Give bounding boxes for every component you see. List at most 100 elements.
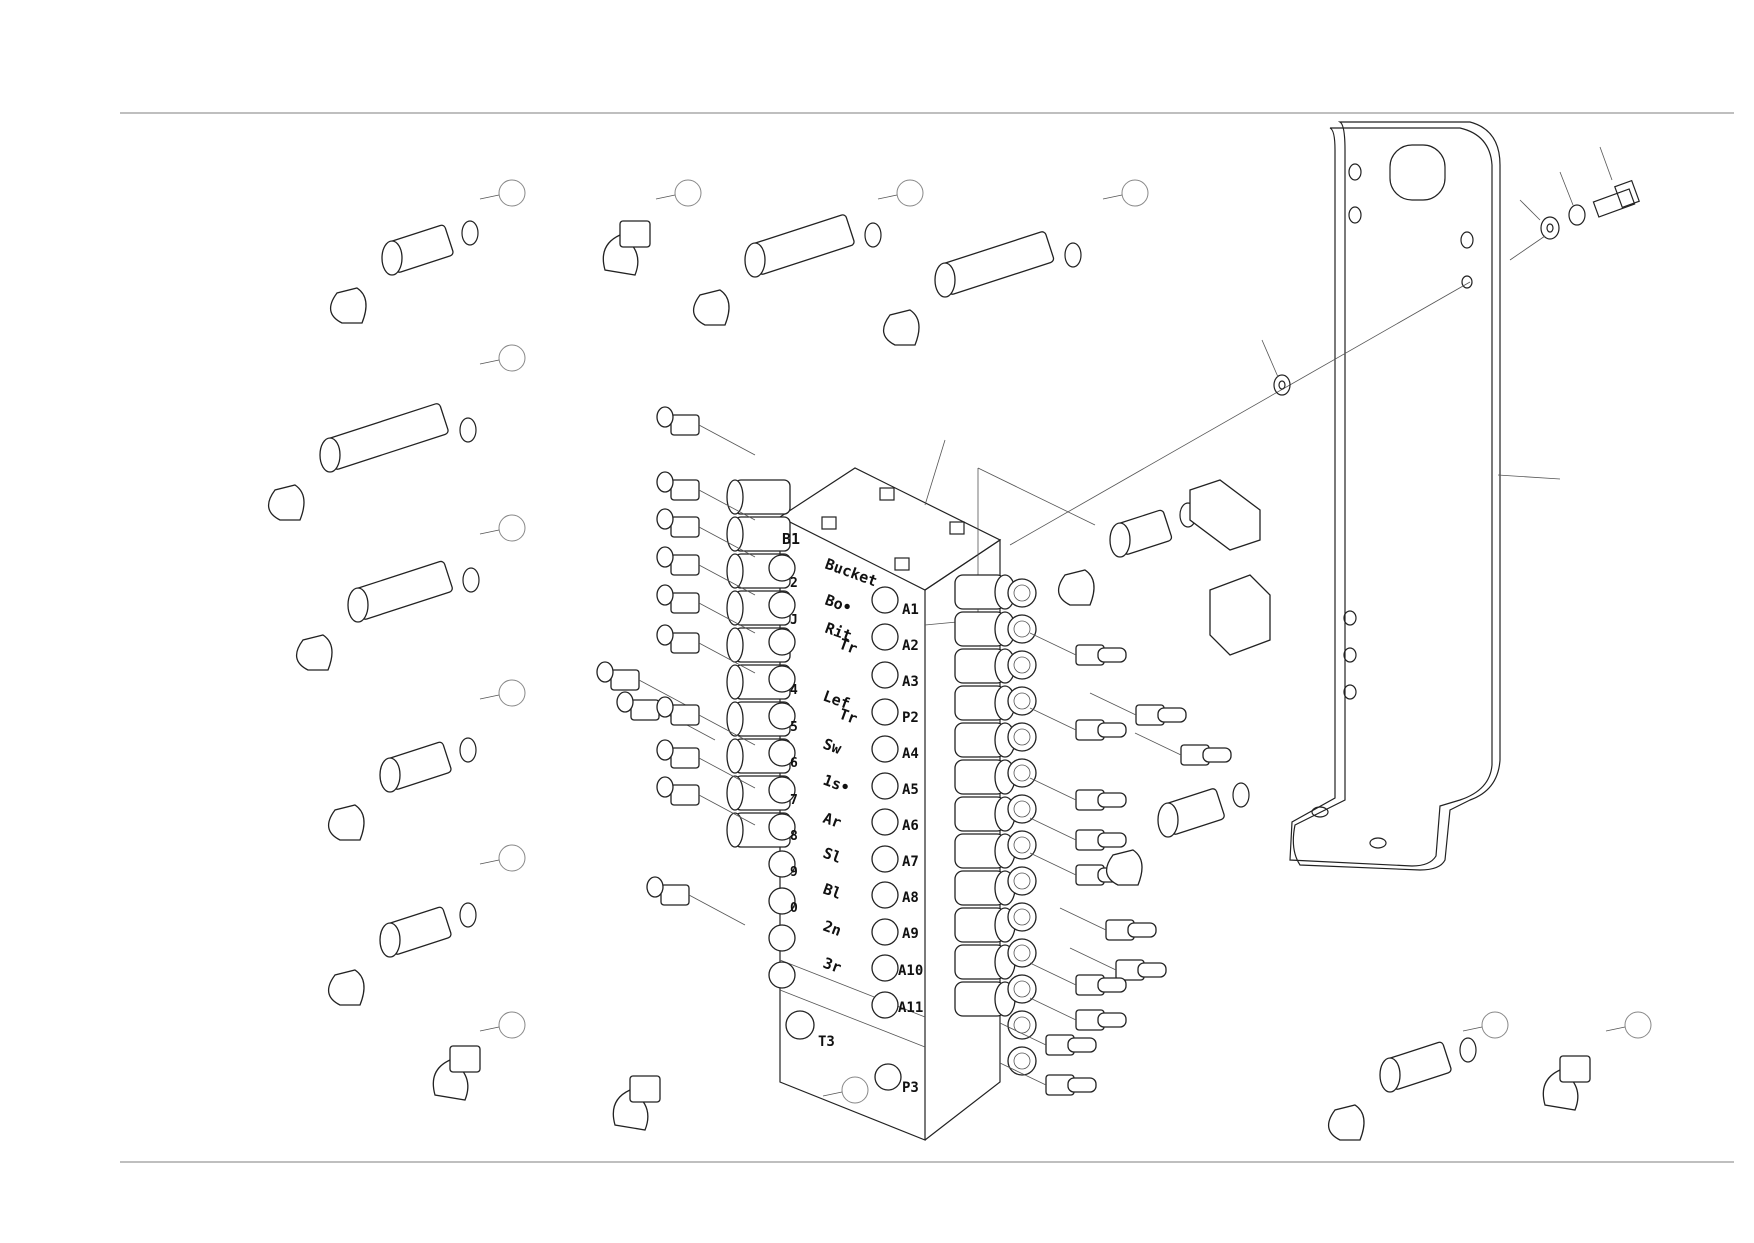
leader-line bbox=[1029, 632, 1077, 656]
row-number-4: 4 bbox=[790, 683, 798, 698]
port-plug bbox=[1007, 686, 1037, 716]
port-circle-left bbox=[768, 554, 796, 582]
leader-line bbox=[1134, 732, 1182, 756]
port-plug-inner bbox=[1013, 908, 1031, 926]
port-plug-inner bbox=[1013, 836, 1031, 854]
port-circle-front bbox=[871, 954, 899, 982]
elbow-assembly bbox=[612, 1075, 661, 1131]
adapter-end bbox=[379, 757, 401, 793]
port-label-a4: A4 bbox=[902, 746, 919, 762]
hose-adapter-assemblies bbox=[268, 214, 1591, 1141]
port-label-t3: T3 bbox=[818, 1034, 835, 1050]
fitting-stem bbox=[1097, 722, 1127, 738]
fitting-elbow bbox=[656, 471, 674, 493]
fitting-stem bbox=[1067, 1037, 1097, 1053]
leader-line bbox=[698, 564, 756, 596]
o-ring bbox=[459, 902, 477, 928]
port-label-a2: A2 bbox=[902, 638, 919, 654]
fitting-stem bbox=[1097, 647, 1127, 663]
port-plug bbox=[1007, 1046, 1037, 1076]
port-p3 bbox=[874, 1063, 902, 1091]
fitting-nut bbox=[670, 479, 700, 501]
port-plug bbox=[1007, 902, 1037, 932]
callout-leader bbox=[479, 1026, 500, 1032]
adapter-assembly bbox=[330, 220, 479, 324]
fitting-stem bbox=[1157, 707, 1187, 723]
adapter-end bbox=[1379, 1057, 1401, 1093]
spool-left-end bbox=[726, 590, 744, 626]
row-number-8: 8 bbox=[790, 829, 798, 844]
callout-circle bbox=[498, 179, 526, 207]
section-label-2nd: 2n bbox=[821, 917, 844, 940]
section-label-boom: Bo• bbox=[823, 591, 855, 617]
callout-leader bbox=[877, 194, 898, 200]
adapter-end bbox=[1109, 522, 1131, 558]
elbow-assembly bbox=[1542, 1055, 1591, 1111]
leader-line bbox=[698, 424, 756, 456]
port-plug-inner bbox=[1013, 1016, 1031, 1034]
port-label-b1: B1 bbox=[782, 530, 800, 548]
port-plug bbox=[1007, 722, 1037, 752]
port-label-a8: A8 bbox=[902, 890, 919, 906]
section-label-bucket: Bucket bbox=[823, 555, 880, 590]
adapter-end bbox=[934, 262, 956, 298]
section-label-arm: Ar bbox=[821, 809, 844, 832]
port-circle-front bbox=[871, 661, 899, 689]
o-ring bbox=[1064, 242, 1082, 268]
front-port-circles bbox=[785, 586, 902, 1091]
port-circle-left bbox=[768, 961, 796, 989]
port-label-a6: A6 bbox=[902, 818, 919, 834]
fitting-nut bbox=[670, 784, 700, 806]
port-plug-inner bbox=[1013, 584, 1031, 602]
port-plug bbox=[1007, 974, 1037, 1004]
elbow-assembly bbox=[432, 1045, 481, 1101]
left-port-circles bbox=[768, 554, 796, 989]
mounting-bracket bbox=[1289, 121, 1561, 871]
fitting-nut bbox=[670, 704, 700, 726]
fitting-stem bbox=[1097, 792, 1127, 808]
callout-leader bbox=[479, 529, 500, 535]
port-label-a3: A3 bbox=[902, 674, 919, 690]
port-label-a1: A1 bbox=[902, 602, 919, 618]
port-plug-inner bbox=[1013, 656, 1031, 674]
adapter-assembly bbox=[693, 214, 882, 326]
adapter-end bbox=[379, 922, 401, 958]
elbow-nut bbox=[449, 1045, 481, 1073]
fitting-nut bbox=[670, 747, 700, 769]
port-label-a5: A5 bbox=[902, 782, 919, 798]
o-ring bbox=[459, 417, 477, 443]
callout-circle bbox=[498, 1011, 526, 1039]
elbow-fitting bbox=[883, 309, 920, 346]
callout-circle bbox=[1624, 1011, 1652, 1039]
leader-line bbox=[698, 714, 756, 746]
elbow-fitting bbox=[330, 287, 367, 324]
port-circle-front bbox=[871, 881, 899, 909]
port-circle-front bbox=[871, 991, 899, 1019]
port-circle-front bbox=[871, 586, 899, 614]
port-circle-front bbox=[871, 808, 899, 836]
callout-leader bbox=[1102, 194, 1123, 200]
fitting-elbow bbox=[656, 584, 674, 606]
fitting-elbow bbox=[656, 406, 674, 428]
port-circle-left bbox=[768, 887, 796, 915]
fitting-nut bbox=[670, 632, 700, 654]
port-circle-left bbox=[768, 702, 796, 730]
leader-line bbox=[698, 526, 756, 558]
port-plug bbox=[1007, 578, 1037, 608]
spool-left-end bbox=[726, 627, 744, 663]
callout-leader bbox=[479, 694, 500, 700]
row-number-6: 6 bbox=[790, 756, 798, 771]
elbow-fitting bbox=[693, 289, 730, 326]
leader-line bbox=[698, 642, 756, 674]
row-number-2: 2 bbox=[790, 576, 798, 591]
callout-circle bbox=[841, 1076, 869, 1104]
adapter-assembly bbox=[883, 231, 1082, 346]
row-number-0: 0 bbox=[790, 901, 798, 916]
port-t3 bbox=[785, 1010, 815, 1040]
callout-circle bbox=[896, 179, 924, 207]
adapter-assembly bbox=[296, 560, 480, 671]
port-label-a7: A7 bbox=[902, 854, 919, 870]
fitting-elbow bbox=[656, 546, 674, 568]
spool-cylinders bbox=[726, 479, 1016, 1017]
